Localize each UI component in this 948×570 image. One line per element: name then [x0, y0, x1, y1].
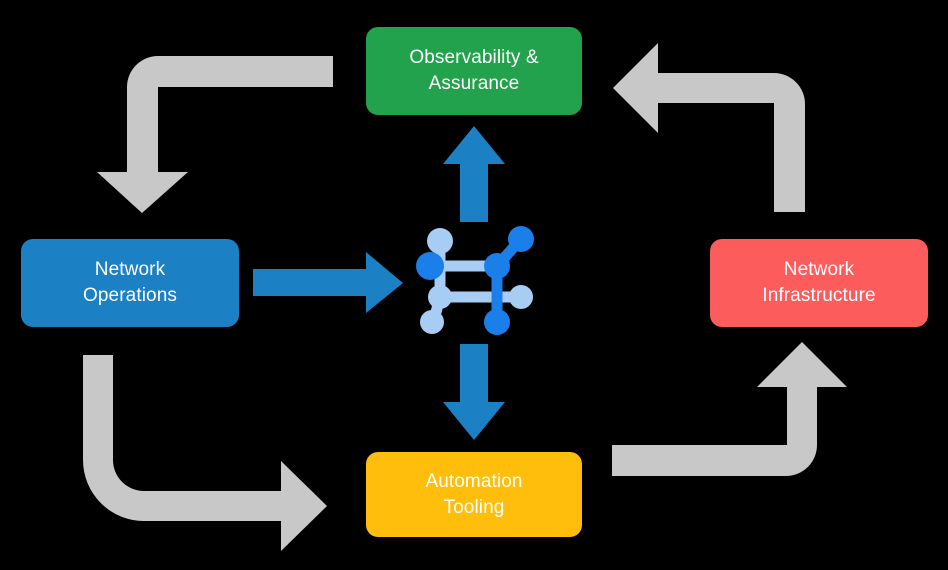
arrow-automation-tooling-to-network-infrastructure [612, 342, 847, 476]
arrow-network-infrastructure-to-observability [613, 43, 805, 212]
arrow-center-to-automation-tooling-icon [443, 344, 505, 440]
arrow-network-operations-to-automation-tooling [83, 355, 327, 551]
node-center-hub [484, 253, 510, 279]
node-right-mid [509, 285, 533, 309]
edge-light-4 [428, 295, 446, 322]
node-top-left [427, 228, 453, 254]
node-network-operations[interactable]: Network Operations [21, 239, 239, 327]
node-observability-assurance[interactable]: Observability & Assurance [366, 27, 582, 115]
node-top-right [508, 226, 534, 252]
node-bottom-center [484, 309, 510, 335]
arrow-observability-to-network-operations [97, 56, 333, 213]
node-network-infrastructure[interactable]: Network Infrastructure [710, 239, 928, 327]
node-automation-tooling[interactable]: Automation Tooling [366, 452, 582, 537]
node-left-outer [416, 252, 444, 280]
arrow-network-operations-to-center-icon [253, 252, 403, 313]
node-bottom-left [420, 310, 444, 334]
network-topology-icon-glyph [416, 226, 534, 335]
arrow-center-to-observability-icon [443, 126, 505, 222]
node-mid-left-lower [428, 285, 452, 309]
edge-dark-1 [492, 235, 526, 270]
